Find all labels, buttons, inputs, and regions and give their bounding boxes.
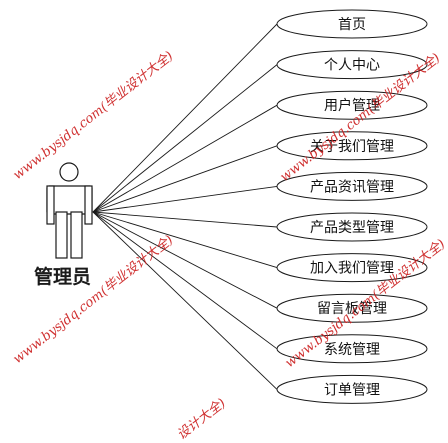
association-line — [92, 145, 278, 213]
use-case: 用户管理 — [276, 90, 428, 120]
use-case: 产品资讯管理 — [276, 171, 428, 201]
association-line — [92, 64, 278, 213]
use-case-label: 系统管理 — [324, 342, 380, 358]
use-case-list: 首页个人中心用户管理关于我们管理产品资讯管理产品类型管理加入我们管理留言板管理系… — [276, 9, 428, 404]
use-case-label: 加入我们管理 — [310, 261, 394, 277]
use-case-label: 关于我们管理 — [310, 139, 394, 155]
actor-right-arm — [84, 185, 93, 225]
use-case: 关于我们管理 — [276, 131, 428, 161]
use-case: 产品类型管理 — [276, 212, 428, 242]
actor-label: 管理员 — [34, 266, 92, 288]
use-case-ellipse — [276, 334, 428, 364]
use-case-ellipse — [276, 171, 428, 201]
use-case: 个人中心 — [276, 50, 428, 80]
use-case-label: 产品资讯管理 — [310, 179, 394, 195]
use-case-label: 留言板管理 — [317, 301, 387, 317]
use-case-label: 首页 — [338, 17, 366, 33]
actor-right-leg — [70, 211, 83, 259]
use-case-ellipse — [276, 50, 428, 80]
association-line — [92, 23, 278, 213]
use-case-label: 个人中心 — [324, 58, 380, 74]
actor-figure — [46, 162, 93, 259]
association-line — [92, 211, 278, 390]
use-case-ellipse — [276, 374, 428, 404]
actor-head — [59, 162, 79, 182]
association-line — [92, 104, 278, 213]
use-case-diagram: 首页个人中心用户管理关于我们管理产品资讯管理产品类型管理加入我们管理留言板管理系… — [46, 9, 428, 404]
actor-left-arm — [46, 185, 55, 225]
association-line — [92, 211, 278, 309]
use-case: 首页 — [276, 9, 428, 39]
association-lines — [92, 23, 278, 390]
use-case-ellipse — [276, 212, 428, 242]
actor-left-leg — [55, 211, 68, 259]
use-case-ellipse — [276, 253, 428, 283]
use-case-label: 订单管理 — [324, 382, 380, 398]
use-case-ellipse — [276, 90, 428, 120]
use-case-label: 产品类型管理 — [310, 220, 394, 236]
use-case-label: 用户管理 — [324, 97, 380, 114]
use-case: 留言板管理 — [276, 293, 428, 323]
use-case: 加入我们管理 — [276, 253, 428, 283]
association-line — [92, 211, 278, 350]
use-case: 订单管理 — [276, 374, 428, 404]
use-case: 系统管理 — [276, 334, 428, 364]
use-case-ellipse — [276, 9, 428, 39]
use-case-ellipse — [276, 131, 428, 161]
association-line — [92, 211, 278, 269]
association-line — [92, 211, 278, 228]
association-line — [92, 185, 278, 213]
use-case-ellipse — [276, 293, 428, 323]
